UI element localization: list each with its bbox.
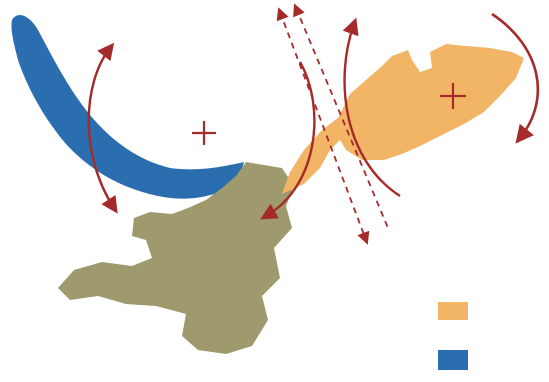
- orange-fragment: [282, 44, 524, 194]
- center-mark-blue: [192, 121, 216, 145]
- blue-fragment: [11, 15, 244, 199]
- legend-swatch-orange: [438, 302, 468, 320]
- legend-swatch-blue: [438, 350, 468, 370]
